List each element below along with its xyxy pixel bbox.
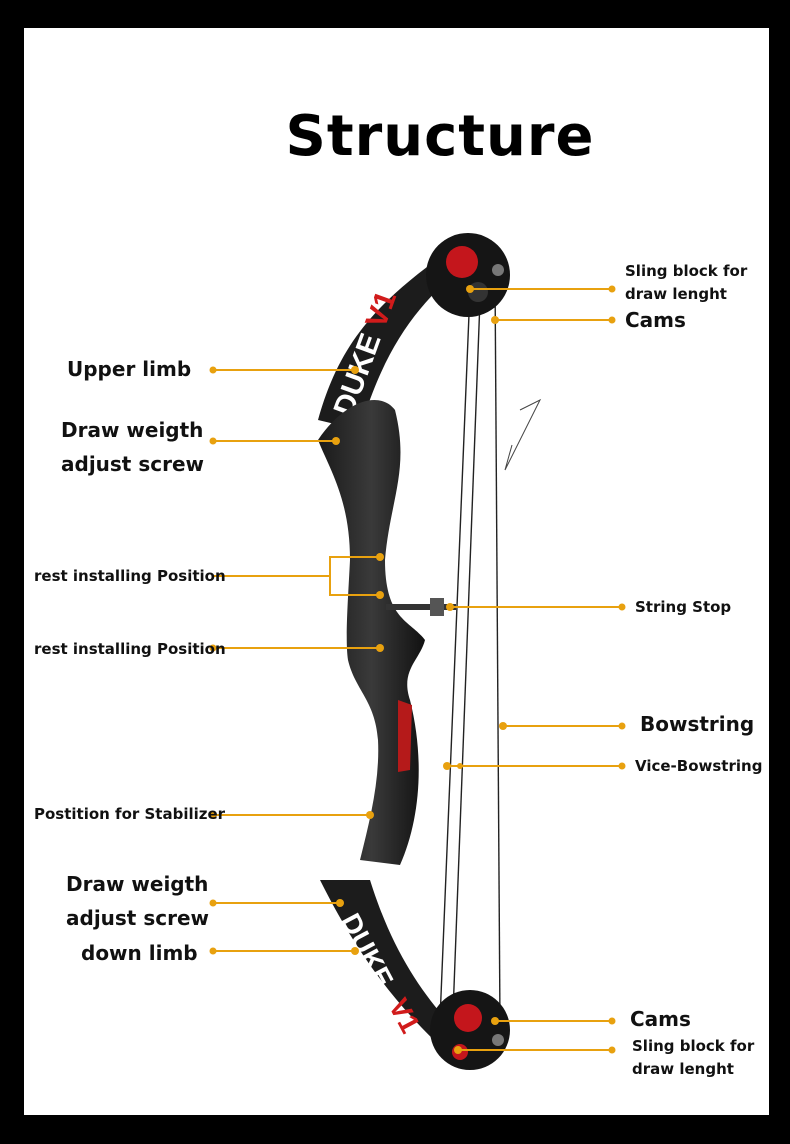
label-cams-bottom: Cams [630, 1007, 691, 1031]
label-stabilizer-position: Postition for Stabilizer [34, 805, 226, 823]
label-sling-block-bottom-line1: Sling block for [632, 1037, 755, 1055]
upper-limb-logo: DUKE V1 [328, 287, 404, 421]
product-card [24, 28, 769, 1115]
label-bowstring: Bowstring [640, 712, 755, 736]
label-sling-block-top-line2: draw lenght [625, 285, 727, 303]
label-draw-weight-bottom-line2: adjust screw [66, 906, 209, 930]
callout-dots [209, 285, 626, 1054]
label-cams-top: Cams [625, 308, 686, 332]
label-sling-block-bottom-line2: draw lenght [632, 1060, 734, 1078]
callout-lines [213, 288, 622, 1051]
arrow-rest-bar [386, 604, 456, 610]
bowstring [439, 274, 501, 1041]
label-vice-bowstring: Vice-Bowstring [635, 757, 763, 775]
label-rest-position-2: rest installing Position [34, 640, 226, 658]
label-draw-weight-bottom-line1: Draw weigth [66, 872, 209, 896]
page-title: Structure [285, 104, 595, 169]
riser [318, 400, 425, 865]
label-sling-block-top-line1: Sling block for [625, 262, 748, 280]
down-limb [320, 880, 470, 1060]
label-upper-limb: Upper limb [67, 357, 192, 381]
grip-insert [398, 700, 412, 772]
lower-cam [430, 990, 510, 1070]
upper-cam [426, 233, 510, 317]
label-draw-weight-top-line2: adjust screw [61, 452, 204, 476]
vice-bowstring [504, 398, 542, 471]
label-draw-weight-top-line1: Draw weigth [61, 418, 204, 442]
label-down-limb: down limb [81, 941, 198, 965]
label-rest-position-1: rest installing Position [34, 567, 226, 585]
label-string-stop: String Stop [635, 598, 732, 616]
